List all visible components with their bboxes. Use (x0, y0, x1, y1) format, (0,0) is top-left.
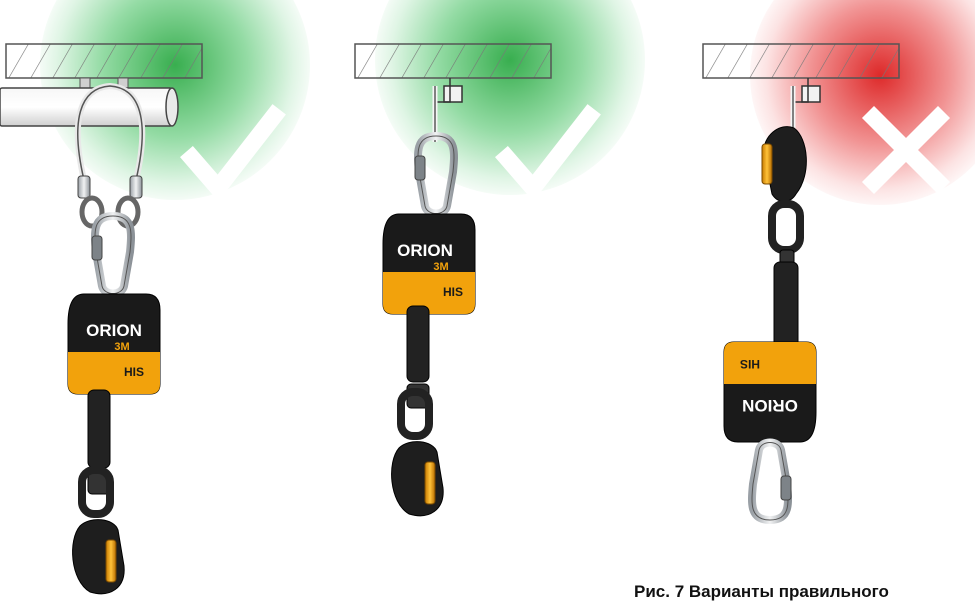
swivel-hook (385, 392, 455, 517)
device-logo: HIS (740, 357, 760, 371)
device-brand: ORION (742, 396, 798, 415)
device-brand: ORION (397, 241, 453, 260)
variant-panel-1: ORION 3M HIS (0, 0, 325, 601)
checkmark-icon (503, 110, 593, 200)
device-length: 3M (114, 341, 129, 353)
cross-icon (868, 112, 944, 188)
device-length: 3M (754, 383, 769, 395)
variant-panel-2: ORION 3M HIS (325, 0, 650, 601)
device-length: 3M (433, 261, 448, 273)
checkmark-icon (188, 110, 278, 200)
ceiling-slab (703, 44, 899, 78)
steel-carabiner (411, 132, 461, 224)
ceiling-slab (355, 44, 551, 78)
lanyard-strap (768, 262, 808, 352)
steel-carabiner (745, 436, 795, 524)
variant-panel-3: ORION 3M HIS (650, 0, 975, 601)
figure-caption: Рис. 7 Варианты правильного (634, 582, 975, 602)
device-logo: HIS (124, 365, 144, 379)
swivel-hook (66, 470, 136, 595)
device-logo: HIS (443, 285, 463, 299)
retractable-device: ORION 3M HIS (379, 214, 479, 314)
ceiling-slab (6, 44, 202, 78)
retractable-device: ORION 3M HIS (64, 294, 164, 394)
retractable-device-inverted: ORION 3M HIS (720, 342, 820, 442)
steel-carabiner (88, 212, 138, 302)
sling-loop (70, 80, 150, 230)
device-brand: ORION (86, 321, 142, 340)
